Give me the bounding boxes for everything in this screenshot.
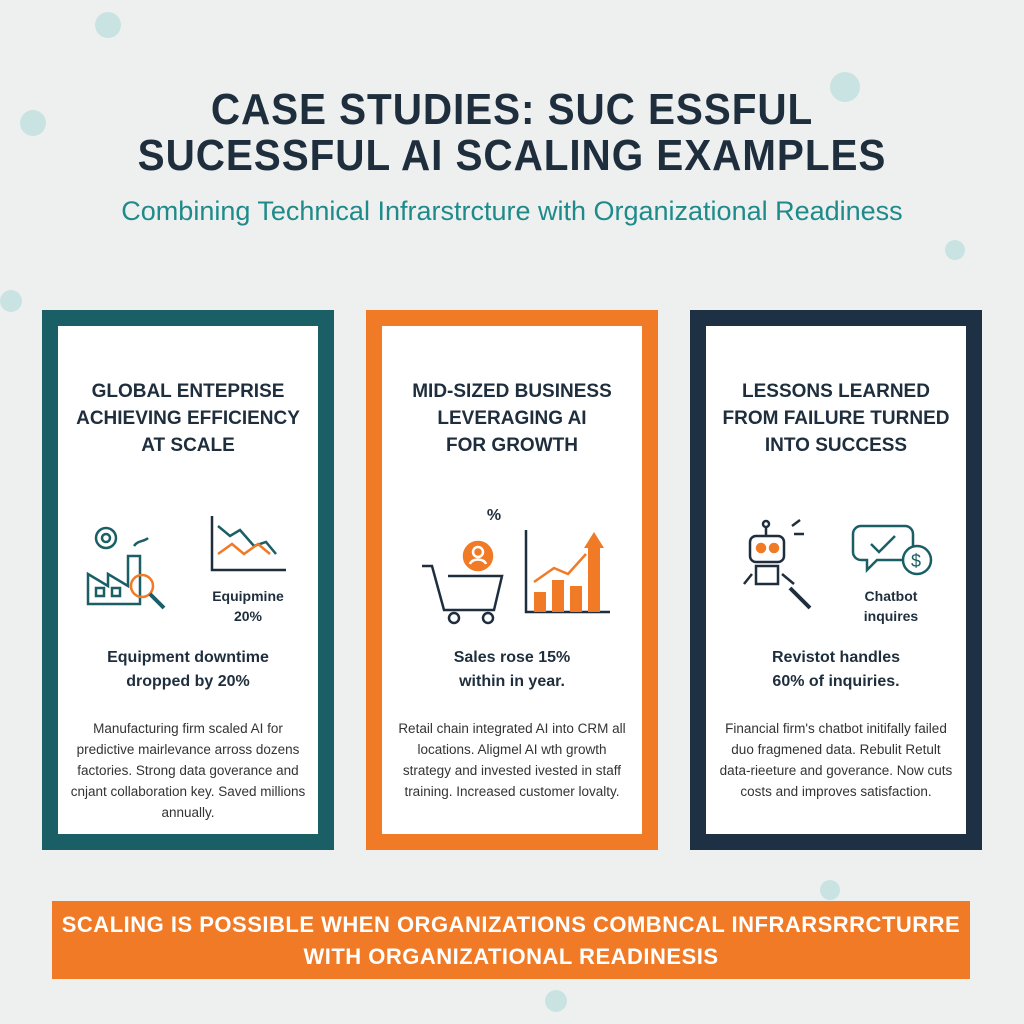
page-subtitle: Combining Technical Infrarstrcture with … (121, 196, 903, 226)
card-body: Financial firm's chatbot initifally fail… (719, 721, 953, 799)
heading-line: FROM FAILURE TURNED (722, 408, 950, 429)
icon-caption: Equipmine 20% (188, 586, 308, 626)
heading-line: INTO SUCCESS (764, 435, 908, 456)
caption-line: Equipmine (212, 588, 284, 604)
case-study-card-mid-sized-business: MID-SIZED BUSINESS LEVERAGING AI FOR GRO… (366, 310, 658, 850)
heading-line: LESSONS LEARNED (742, 381, 930, 402)
bar-chart-growth-icon (524, 530, 610, 614)
chat-check-dollar-icon: $ (851, 524, 933, 576)
svg-text:$: $ (911, 551, 921, 571)
network-node (830, 72, 860, 102)
card-stat: Equipment downtime dropped by 20% (58, 646, 318, 694)
network-node (95, 12, 121, 38)
card-heading: LESSONS LEARNED FROM FAILURE TURNED INTO… (706, 378, 966, 459)
heading-line: LEVERAGING AI (437, 408, 587, 429)
icon-caption: Chatbot inquires (846, 586, 936, 626)
caption-line: inquires (863, 608, 919, 624)
shopping-cart-customer-icon (422, 540, 504, 625)
card-stat: Revistot handles 60% of inquiries. (706, 646, 966, 694)
title-line: CASE STUDIES: SUC ESSFUL (210, 85, 814, 134)
network-node (0, 290, 22, 312)
stat-line: within in year. (459, 673, 565, 690)
page-title: CASE STUDIES: SUC ESSFUL SUCESSFUL AI SC… (41, 88, 983, 180)
banner-line: SCALING IS POSSIBLE WHEN ORGANIZATIONS C… (61, 912, 961, 937)
network-node (820, 880, 840, 900)
stat-line: Equipment downtime (107, 649, 269, 666)
robot-wrench-icon (743, 519, 812, 610)
card-heading: MID-SIZED BUSINESS LEVERAGING AI FOR GRO… (382, 378, 642, 459)
card-stat: Sales rose 15% within in year. (382, 646, 642, 694)
heading-line: ACHIEVING EFFICIENCY (76, 408, 300, 429)
factory-gear-magnifier-icon (86, 526, 166, 610)
heading-line: FOR GROWTH (446, 435, 578, 456)
case-study-card-lessons-learned: LESSONS LEARNED FROM FAILURE TURNED INTO… (690, 310, 982, 850)
banner-line: WITH ORGANIZATIONAL READINESIS (303, 944, 719, 969)
line-chart-icon (210, 516, 286, 572)
case-study-card-global-enterprise: GLOBAL ENTEPRISE ACHIEVING EFFICIENCY AT… (42, 310, 334, 850)
conclusion-banner: SCALING IS POSSIBLE WHEN ORGANIZATIONS C… (52, 901, 970, 979)
caption-line: 20% (233, 608, 263, 624)
card-body: Manufacturing firm scaled AI for predict… (70, 721, 306, 820)
title-line: SUCESSFUL AI SCALING EXAMPLES (137, 131, 887, 180)
stat-line: Sales rose 15% (453, 649, 571, 666)
card-heading: GLOBAL ENTEPRISE ACHIEVING EFFICIENCY AT… (58, 378, 318, 459)
stat-line: 60% of inquiries. (772, 673, 900, 690)
network-node (945, 240, 965, 260)
heading-line: MID-SIZED BUSINESS (412, 381, 612, 402)
heading-line: AT SCALE (141, 435, 235, 456)
heading-line: GLOBAL ENTEPRISE (91, 381, 285, 402)
caption-line: Chatbot (864, 588, 918, 604)
card-body: Retail chain integrated AI into CRM all … (398, 721, 626, 799)
network-node (20, 110, 46, 136)
network-node (545, 990, 567, 1012)
percent-label: % (486, 507, 502, 524)
stat-line: Revistot handles (771, 649, 901, 666)
stat-line: dropped by 20% (126, 673, 250, 690)
